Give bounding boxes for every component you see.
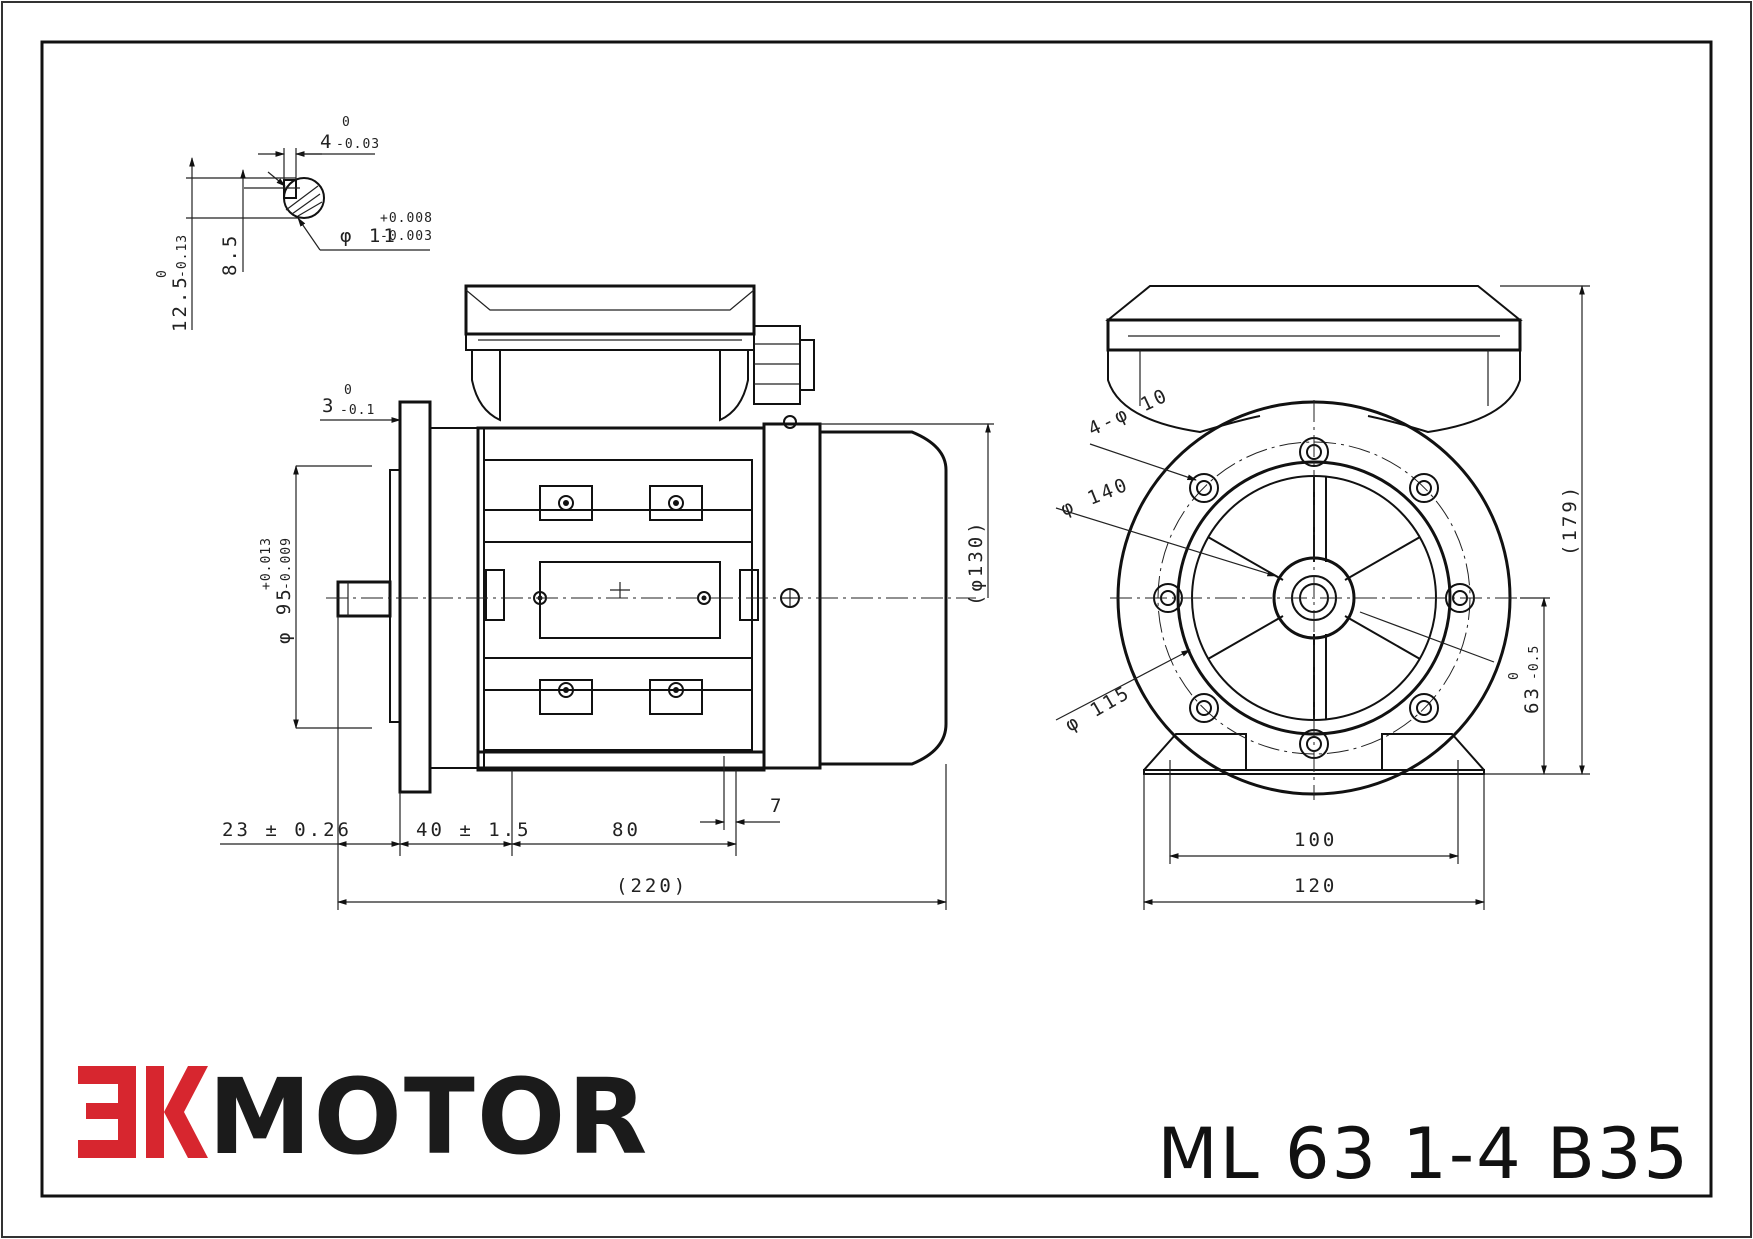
key-width-tol-upper: 0 [342, 115, 351, 130]
front-view: 4-φ 10 φ 140 φ 115 (179) 63 0 -0.5 100 1… [1055, 285, 1590, 910]
flange [398, 400, 432, 794]
center-height-tol-upper: 0 [1507, 671, 1522, 680]
foot-thickness-label: 7 [770, 795, 784, 817]
terminal-box-top [1105, 285, 1523, 321]
flange-outer-dia-label: φ 140 [1058, 473, 1133, 520]
shaft-dia-tol-lower: -0.003 [380, 229, 433, 244]
shaft-height-tol-upper: 0 [155, 269, 170, 278]
end-shield [762, 422, 822, 770]
spigot-dia-tol-lower: -0.009 [279, 537, 294, 590]
center-height-tol-lower: -0.5 [1527, 645, 1542, 680]
title-block: MOTOR ML 63 1-4 B35 [78, 1056, 1690, 1195]
overall-height-label: (179) [1559, 484, 1581, 556]
flange-holes-label: 4-φ 10 [1085, 384, 1173, 441]
keyway [283, 179, 297, 199]
key-depth-label: 8.5 [219, 233, 241, 276]
flange-offset-tol-upper: 0 [344, 383, 353, 398]
fan-cover [818, 430, 948, 766]
flange-offset-label: 3 [322, 395, 336, 417]
model-number: ML 63 1-4 B35 [1157, 1113, 1690, 1195]
shaft-height-tol-lower: -0.13 [175, 234, 190, 278]
foot-width-label: 120 [1294, 875, 1337, 897]
key-width-tol-lower: -0.03 [336, 137, 380, 152]
shaft-dia-label: φ 11 [340, 225, 398, 247]
overall-length-label: (220) [616, 875, 688, 897]
side-view: 3 0 -0.1 φ 95 +0.013 -0.009 (φ130) 23 ± … [220, 284, 994, 910]
brand-logo: MOTOR [78, 1056, 649, 1178]
center-height-label: 63 [1521, 685, 1543, 714]
spigot-dia-tol-upper: +0.013 [259, 537, 274, 590]
drawing-frame [40, 40, 1713, 1198]
flange-pcd-label: φ 115 [1062, 681, 1136, 736]
cable-gland [753, 325, 801, 405]
shaft-height-label: 12.5 [169, 274, 191, 332]
foot-length-label: 80 [612, 819, 641, 841]
shaft-key-detail: 4 0 -0.03 φ 11 +0.008 -0.003 8.5 12.5 0 … [155, 115, 433, 332]
spigot-dia-label: φ 95 [273, 586, 295, 644]
shaft-length-label: 23 ± 0.26 [222, 819, 352, 841]
foot-hole-spacing-label: 100 [1294, 829, 1337, 851]
flange-offset-tol-lower: -0.1 [340, 403, 375, 418]
key-width-label: 4 [320, 131, 334, 153]
foot-offset-label: 40 ± 1.5 [416, 819, 532, 841]
brand-name: MOTOR [208, 1056, 649, 1178]
shaft [336, 580, 392, 618]
shaft-dia-tol-upper: +0.008 [380, 211, 433, 226]
frame-dia-label: (φ130) [965, 519, 987, 606]
nameplate [539, 561, 721, 639]
